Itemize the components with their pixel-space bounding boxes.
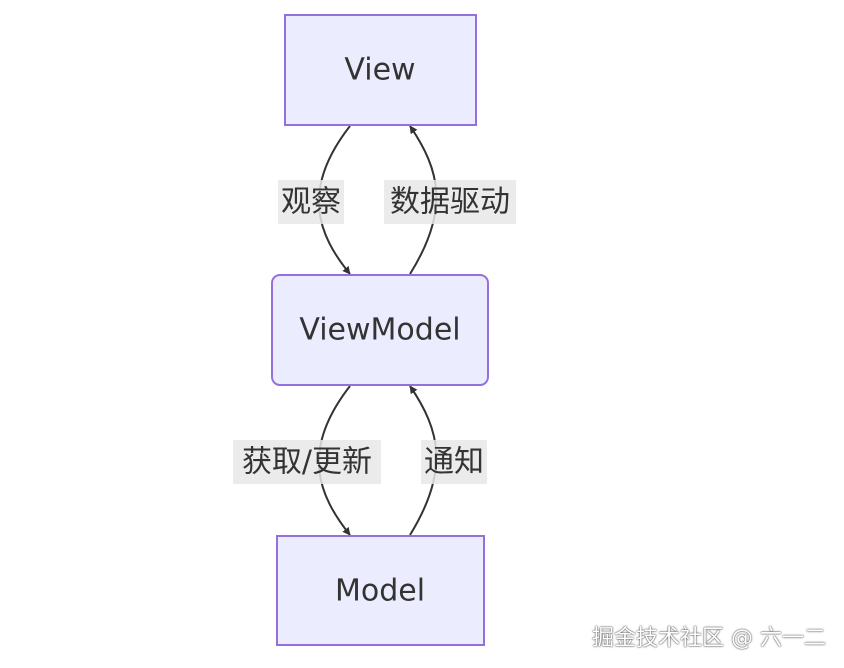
edge-label-observe: 观察 [281, 185, 341, 220]
edge-label-notify: 通知 [424, 445, 484, 480]
node-model-label: Model [335, 574, 425, 609]
node-model-box [276, 535, 485, 646]
edge-label-notify-bg [421, 440, 487, 484]
watermark-text: 掘金技术社区 @ 六一二 [592, 626, 826, 651]
node-viewmodel-label: ViewModel [299, 313, 460, 348]
node-viewmodel-box [271, 274, 489, 386]
node-model: Model [276, 535, 485, 646]
edge-labels: 观察 数据驱动 获取/更新 通知 [233, 180, 516, 484]
edge-label-data-driven: 数据驱动 [390, 185, 510, 220]
node-view: View [284, 14, 477, 126]
edge-label-fetch-update: 获取/更新 [242, 445, 372, 480]
edge-label-fetch-update-bg [233, 440, 381, 484]
node-view-label: View [344, 53, 415, 88]
edge-label-data-driven-bg [384, 180, 516, 224]
node-viewmodel: ViewModel [271, 274, 489, 386]
node-view-box [284, 14, 477, 126]
edge-label-observe-bg [278, 180, 344, 224]
